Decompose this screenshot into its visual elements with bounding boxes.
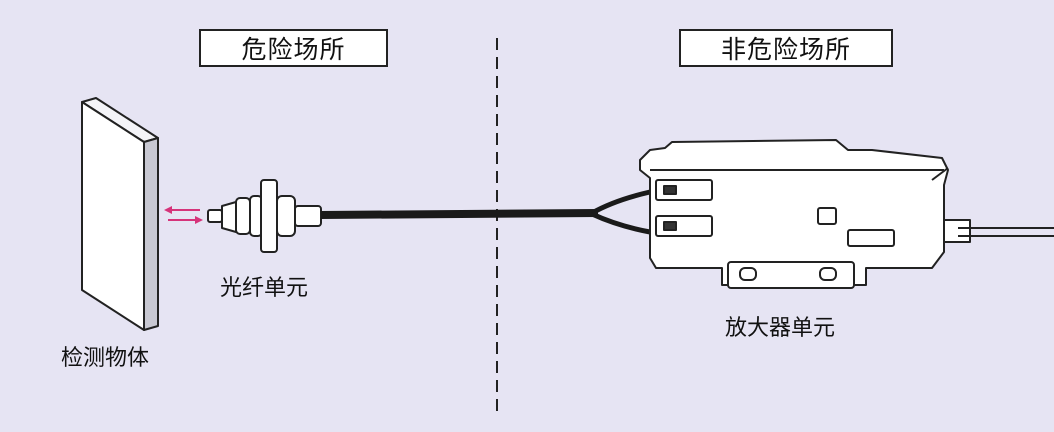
- hazardous-area-label: 危险场所: [199, 29, 388, 67]
- target-object: [81, 97, 159, 331]
- fiber-unit-label: 光纤单元: [220, 276, 309, 301]
- amplifier-unit: [639, 139, 1054, 289]
- fiber-cable-upper-branch: [590, 189, 651, 216]
- fiber-cable: [320, 209, 599, 219]
- non-hazardous-area-label: 非危险场所: [679, 29, 893, 67]
- target-object-label: 检测物体: [61, 346, 150, 371]
- amplifier-unit-label: 放大器单元: [725, 316, 836, 341]
- fiber-cable-lower-branch: [590, 211, 651, 235]
- light-beam-arrows: [164, 206, 203, 224]
- fiber-head: [207, 179, 322, 253]
